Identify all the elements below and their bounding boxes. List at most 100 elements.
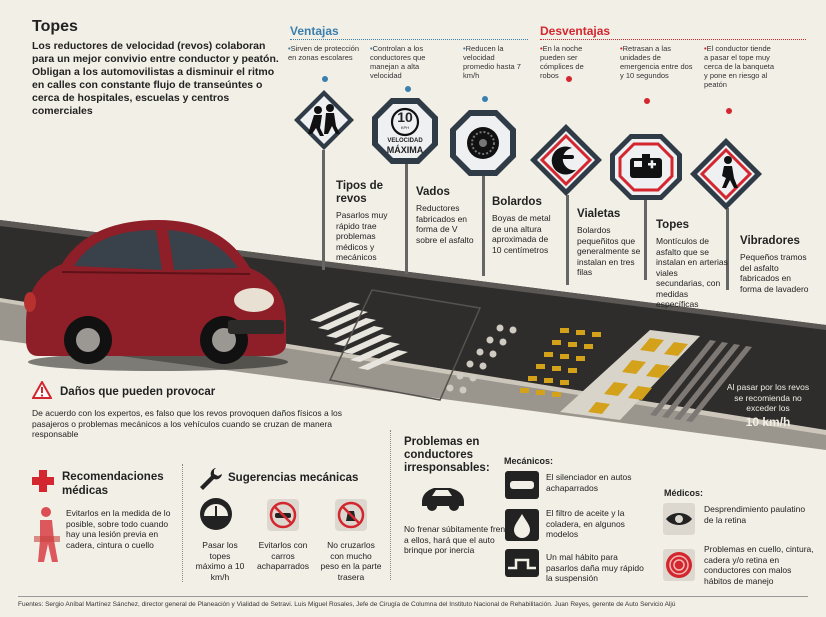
type-desc: Reductores fabricados en forma de V sobr… (416, 203, 474, 245)
type-title: Vados (416, 186, 450, 198)
type-desc: Pasarlos muy rápido trae problemas médic… (336, 210, 388, 262)
ambulance-sign-icon (610, 134, 682, 200)
leader-dot (405, 86, 411, 92)
type-topes: Topes Montículos de asfalto que se insta… (656, 219, 728, 310)
car-window-rear (168, 230, 238, 270)
sugerencia-3: No cruzarlos con mucho peso en la parte … (320, 540, 382, 582)
type-desc: Bolardos pequeñitos que generalmente se … (577, 225, 641, 277)
speed-note-value: 10 km/h (745, 414, 791, 429)
footer-rule (18, 596, 808, 597)
type-vados: Vados Reductores fabricados en forma de … (416, 186, 478, 245)
tope-stripes (588, 338, 688, 414)
sign-pole (405, 164, 408, 274)
problemas-text: No frenar súbitamente frente a ellos, ha… (404, 524, 513, 555)
bolardos (446, 324, 517, 394)
desventajas-rule (540, 39, 806, 40)
desventaja-note-2: •Retrasan a las unidades de emergencia e… (620, 44, 693, 80)
recomendaciones-title: Recomendaciones médicas (62, 471, 164, 497)
tope-hump (560, 330, 700, 420)
medico-1: Desprendimiento paulatino de la retina (704, 504, 806, 525)
ventaja-note-3: •Reducen la velocidad promedio hasta 7 k… (463, 44, 521, 80)
sign-pole (482, 176, 485, 276)
speedometer-icon (200, 498, 232, 530)
sign-pole (322, 150, 325, 270)
pedestrian-sign-icon (690, 138, 762, 210)
sign-pole (644, 198, 647, 280)
warning-icon (32, 381, 52, 399)
divider (182, 464, 183, 582)
speed-label-2: MÁXIMA (386, 145, 424, 155)
medico-2: Problemas en cuello, cintura, cadera y/o… (704, 544, 814, 586)
ventajas-rule (290, 39, 528, 40)
vado-crosswalk (310, 302, 408, 370)
vibradores (650, 340, 752, 422)
wrench-icon (200, 468, 222, 490)
divider (390, 430, 391, 580)
ventaja-note-1: •Sirven de protección en zonas escolares (288, 44, 360, 62)
car-grille (228, 320, 284, 334)
no-heavy-load-icon (335, 499, 367, 531)
type-title: Vibradores (740, 235, 800, 247)
leader-dot (482, 96, 488, 102)
speed-number: 10 (397, 109, 413, 125)
medical-cross-icon (32, 470, 54, 492)
speed-note-text: Al pasar por los revos se recomienda no … (726, 382, 810, 413)
sugerencia-2: Evitarlos con carros achaparrados (257, 540, 309, 571)
injured-person-icon (34, 507, 60, 562)
desventaja-note-3: •El conductor tiende a pasar el tope muy… (704, 44, 775, 89)
type-bolardos: Bolardos Boyas de metal de una altura ap… (492, 196, 554, 255)
bouncing-car-icon (422, 488, 464, 511)
type-title: Topes (656, 219, 690, 231)
car-headlight (234, 288, 274, 312)
danos-text: De acuerdo con los expertos, es falso qu… (32, 408, 342, 439)
type-vialetas: Vialetas Bolardos pequeñitos que general… (577, 208, 641, 278)
speed-label-1: VELOCIDAD (387, 138, 423, 144)
medicos-title: Médicos: (664, 488, 704, 498)
mecanico-1: El silenciador en autos achaparrados (546, 472, 632, 493)
speed-unit: KPH (400, 125, 410, 130)
type-desc: Pequeños tramos del asfalto fabricados e… (740, 252, 809, 294)
recomendaciones-text: Evitarlos en la medida de lo posible, so… (66, 508, 171, 550)
type-desc: Montículos de asfalto que se instalan en… (656, 236, 728, 309)
page-title: Topes (32, 18, 78, 35)
speed-limit-sign: 10 KPH VELOCIDAD MÁXIMA (370, 96, 440, 166)
type-title: Tipos de revos (336, 180, 384, 205)
mecanico-2: El filtro de aceite y la coladera, en al… (546, 508, 625, 539)
ventaja-note-2: •Controlan a los conductores que manejan… (370, 44, 426, 80)
desventaja-note-1: •En la noche pueden ser cómplices de rob… (540, 44, 584, 80)
leader-dot (566, 76, 572, 82)
pain-spot-icon (663, 549, 695, 581)
school-crossing-sign-icon (294, 90, 354, 150)
type-desc: Boyas de metal de una altura aproximada … (492, 213, 551, 255)
problemas-title: Problemas en conductores irresponsables: (404, 436, 490, 474)
type-tipos: Tipos de revos Pasarlos muy rápido trae … (336, 180, 396, 263)
danos-title: Daños que pueden provocar (60, 386, 216, 398)
desventajas-heading: Desventajas (540, 24, 611, 38)
octagon-sign-icon (372, 98, 438, 164)
vado-frame (328, 289, 482, 401)
speed-recommendation: Al pasar por los revos se recomienda no … (724, 382, 812, 429)
night-robbery-sign-icon (530, 124, 602, 196)
mecanicos-title: Mecánicos: (504, 456, 554, 466)
sign-pole (726, 208, 729, 290)
suspension-icon (505, 549, 539, 577)
ventajas-heading: Ventajas (290, 24, 339, 38)
type-title: Vialetas (577, 208, 621, 220)
sign-pole (566, 195, 569, 285)
leader-dot (644, 98, 650, 104)
vialetas (520, 328, 601, 397)
mecanico-3: Un mal hábito para pasarlos daña muy ráp… (546, 552, 644, 583)
leader-dot (726, 108, 732, 114)
sugerencia-1: Pasar los topes máximo a 10 km/h (195, 540, 245, 582)
intro-text: Los reductores de velocidad (revos) cola… (32, 40, 279, 117)
type-vibradores: Vibradores Pequeños tramos del asfalto f… (740, 235, 810, 294)
muffler-icon (505, 471, 539, 499)
car-illustration (24, 220, 288, 371)
no-low-car-icon (267, 499, 299, 531)
leader-dot (322, 76, 328, 82)
eye-icon (663, 503, 695, 535)
bolardo-sign-icon (450, 110, 516, 176)
sugerencias-title: Sugerencias mecánicas (228, 472, 359, 484)
oil-drop-icon (505, 509, 539, 541)
car-window-front (74, 230, 162, 270)
